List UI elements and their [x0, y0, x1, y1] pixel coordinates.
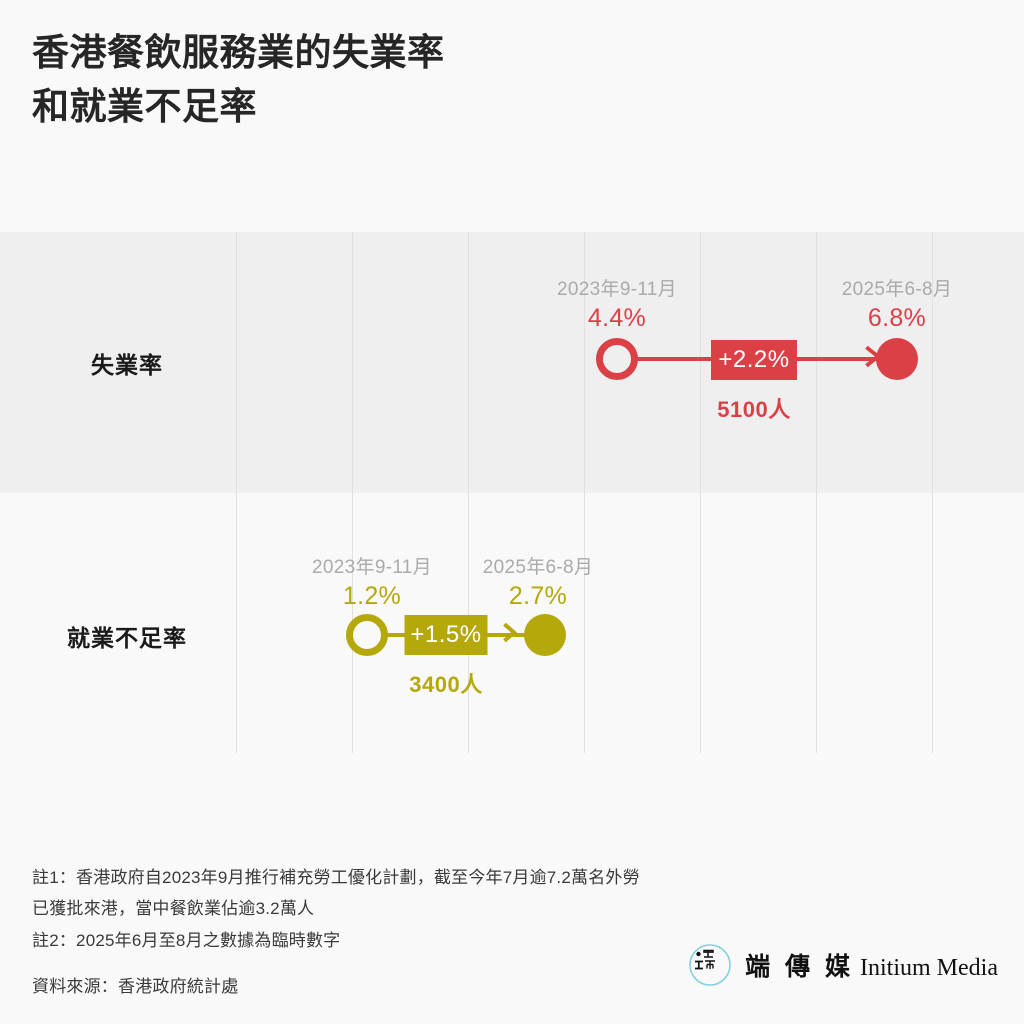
gridline [816, 232, 817, 753]
band-unemployment [0, 232, 1024, 493]
delta-badge-underemployment: +1.5% [404, 615, 488, 655]
row-label-underemployment: 就業不足率 [67, 625, 187, 651]
start-marker-underemployment [346, 614, 388, 656]
people-label-underemployment: 3400人 [409, 672, 483, 697]
logo-text-en: Initium Media [860, 955, 998, 981]
end-date-label-underemployment: 2025年6-8月 [482, 557, 594, 578]
footnote-1-line-2: 已獲批來港，當中餐飲業佔逾3.2萬人 [32, 899, 315, 919]
end-marker-unemployment [876, 338, 918, 380]
row-label-unemployment: 失業率 [91, 352, 163, 378]
gridline [468, 232, 469, 753]
arrow-head-underemployment [501, 622, 521, 648]
series-underemployment: 2023年9-11月 1.2% 2025年6-8月 2.7% +1.5% 340… [0, 232, 1024, 753]
delta-badge-unemployment: +2.2% [711, 340, 797, 380]
series-unemployment: 2023年9-11月 4.4% 2025年6-8月 6.8% +2.2% 510… [0, 232, 1024, 753]
start-value-label-unemployment: 4.4% [587, 304, 647, 332]
start-marker-unemployment [596, 338, 638, 380]
logo-text-cn: 端 傳 媒 [745, 953, 855, 981]
footnote-1-line-1: 註1：香港政府自2023年9月推行補充勞工優化計劃，截至今年7月逾7.2萬名外勞 [32, 868, 640, 887]
people-label-unemployment: 5100人 [717, 397, 791, 422]
chart-area: 失業率 2023年9-11月 4.4% 2025年6-8月 6.8% +2.2%… [0, 232, 1024, 753]
end-date-label-unemployment: 2025年6-8月 [841, 279, 953, 300]
gridlines [0, 232, 1024, 753]
source-line: 資料來源：香港政府統計處 [32, 977, 239, 997]
gridline [700, 232, 701, 753]
band-underemployment [0, 493, 1024, 753]
page-title-line-1: 香港餐飲服務業的失業率 [32, 32, 445, 73]
end-marker-underemployment [524, 614, 566, 656]
page-title: 香港餐飲服務業的失業率 和就業不足率 [32, 26, 732, 133]
gridline [352, 232, 353, 753]
end-value-label-unemployment: 6.8% [867, 304, 927, 332]
end-value-label-underemployment: 2.7% [508, 582, 568, 610]
gridline [584, 232, 585, 753]
start-date-label-underemployment: 2023年9-11月 [312, 557, 432, 578]
initium-logo-icon [687, 942, 733, 988]
start-date-label-unemployment: 2023年9-11月 [557, 279, 677, 300]
footer-notes: 註1：香港政府自2023年9月推行補充勞工優化計劃，截至今年7月逾7.2萬名外勞… [32, 862, 852, 997]
footnote-2: 註2：2025年6月至8月之數據為臨時數字 [32, 930, 341, 950]
gridline [236, 232, 237, 753]
gridline [932, 232, 933, 753]
start-value-label-underemployment: 1.2% [342, 582, 402, 610]
page-title-line-2: 和就業不足率 [32, 85, 257, 127]
